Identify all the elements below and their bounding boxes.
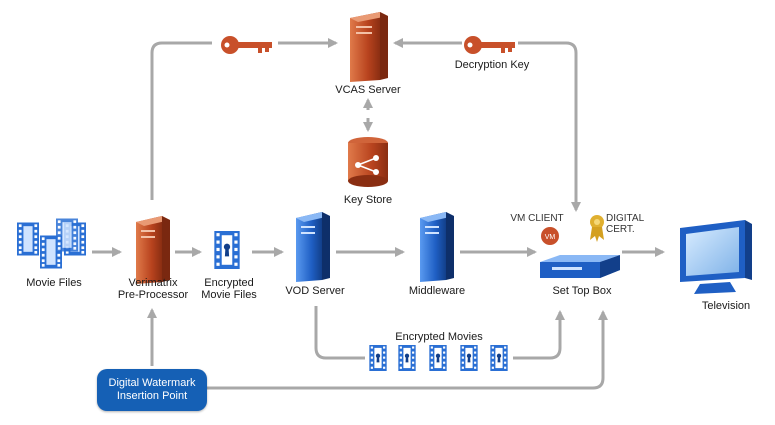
film-icon bbox=[17, 218, 86, 269]
encrypted-files-label: Encrypted Movie Files bbox=[193, 277, 265, 301]
connectors bbox=[92, 38, 665, 390]
digital-cert-label: DIGITAL CERT. bbox=[606, 213, 650, 235]
middleware-label: Middleware bbox=[408, 285, 466, 297]
encrypted-film-icon bbox=[214, 231, 240, 269]
connector-stb-up bbox=[518, 41, 578, 200]
connector-vod-down bbox=[314, 306, 365, 360]
preprocessor-server-icon bbox=[136, 216, 170, 284]
television-label: Television bbox=[701, 300, 751, 312]
connector-encrypted-movies-up bbox=[513, 310, 565, 360]
certificate-icon bbox=[590, 215, 604, 242]
key-icon bbox=[464, 36, 515, 54]
encrypted-film-icon bbox=[429, 345, 447, 371]
encrypted-film-icon bbox=[490, 345, 508, 371]
encrypted-files-label-line2: Movie Files bbox=[201, 289, 257, 301]
encrypted-movies-label: Encrypted Movies bbox=[395, 331, 483, 343]
vm-badge-text: VM bbox=[545, 234, 556, 241]
preprocessor-label: Verimatrix Pre-Processor bbox=[108, 277, 198, 301]
preprocessor-label-line1: Verimatrix bbox=[128, 277, 178, 289]
connector-watermark-to-stb bbox=[207, 310, 608, 390]
vm-client-label: VM CLIENT bbox=[510, 213, 564, 224]
encrypted-movies-row bbox=[369, 345, 508, 371]
set-top-box-icon bbox=[540, 255, 620, 278]
vcas-server-label: VCAS Server bbox=[335, 84, 401, 96]
watermark-insertion-box: Digital Watermark Insertion Point bbox=[97, 369, 207, 411]
connector-preprocessor-up bbox=[150, 41, 212, 200]
key-store-label: Key Store bbox=[343, 194, 393, 206]
vod-server-icon bbox=[296, 212, 330, 282]
preprocessor-label-line2: Pre-Processor bbox=[117, 289, 189, 301]
vcas-server-icon bbox=[350, 12, 388, 82]
television-icon bbox=[680, 220, 752, 294]
encrypted-film-icon bbox=[398, 345, 416, 371]
watermark-label-line2: Insertion Point bbox=[116, 390, 188, 402]
decryption-key-label: Decryption Key bbox=[454, 59, 530, 71]
digital-cert-label-line1: DIGITAL bbox=[606, 213, 645, 224]
vod-server-label: VOD Server bbox=[285, 285, 345, 297]
encrypted-files-label-line1: Encrypted bbox=[204, 277, 254, 289]
vm-client-badge: VM bbox=[541, 227, 559, 245]
movie-files-label: Movie Files bbox=[26, 277, 82, 289]
encrypted-film-icon bbox=[460, 345, 478, 371]
database-icon bbox=[348, 137, 388, 187]
key-icon bbox=[221, 36, 272, 54]
middleware-server-icon bbox=[420, 212, 454, 282]
set-top-box-label: Set Top Box bbox=[552, 285, 612, 297]
encrypted-film-icon bbox=[369, 345, 387, 371]
digital-cert-label-line2: CERT. bbox=[606, 224, 635, 235]
watermark-label-line1: Digital Watermark bbox=[108, 377, 196, 389]
